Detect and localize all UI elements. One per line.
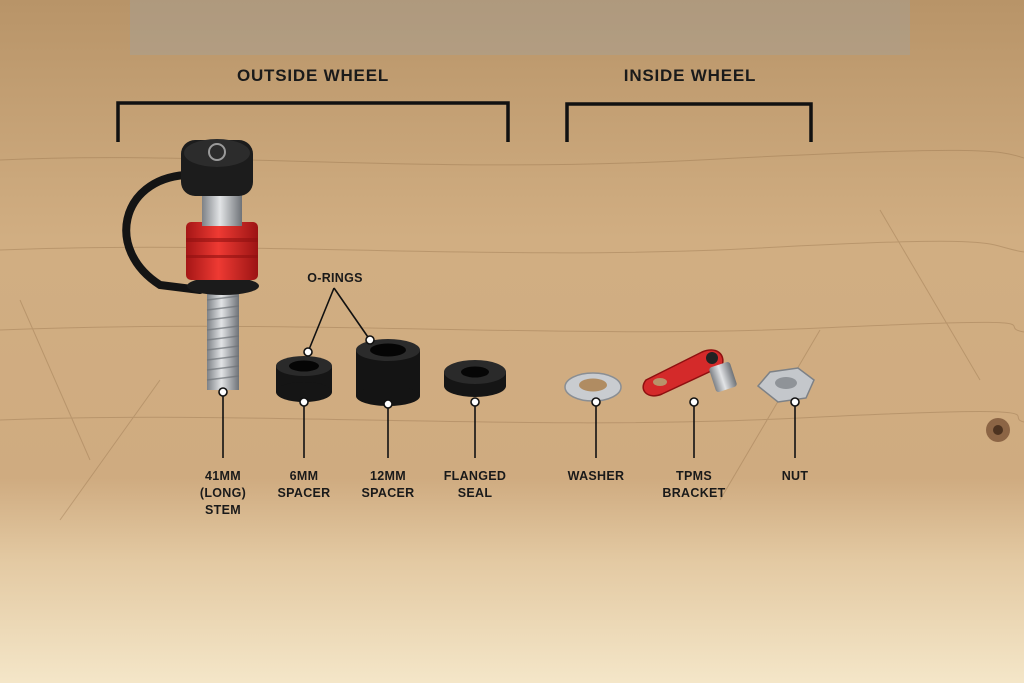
spacer-12mm: [356, 339, 420, 406]
spacer-12mm-label: 12MM SPACER: [348, 468, 428, 502]
washer-label: WASHER: [551, 468, 641, 485]
blurred-background: [130, 0, 910, 55]
stem-label-line-3: STEM: [205, 503, 241, 517]
spacer-6mm-label-line-2: SPACER: [277, 486, 331, 500]
washer-label-line-1: WASHER: [567, 469, 625, 483]
o-ring-dot-2: [365, 335, 375, 345]
inside-wheel-bracket: [565, 102, 813, 142]
spacer-6mm: [276, 356, 332, 402]
flanged-seal-label: FLANGED SEAL: [430, 468, 520, 502]
spacer-6mm-label-line-1: 6MM: [289, 469, 319, 483]
part-leader-lines: [222, 392, 796, 458]
hex-nut: [756, 367, 815, 403]
tpms-bracket-label: TPMS BRACKET: [649, 468, 739, 502]
stem-label-line-2: (LONG): [199, 486, 247, 500]
tpms-bracket: [642, 349, 737, 397]
stem-label: 41MM (LONG) STEM: [183, 468, 263, 519]
part-leader-dots: [218, 387, 800, 409]
flanged-seal-label-line-1: FLANGED: [443, 469, 507, 483]
stem-label-line-1: 41MM: [205, 469, 241, 483]
washer: [564, 372, 622, 402]
o-rings-label: O-RINGS: [307, 271, 363, 285]
inside-wheel-heading: INSIDE WHEEL: [623, 66, 757, 85]
flanged-seal-label-line-2: SEAL: [457, 486, 493, 500]
valve-stem: [122, 139, 259, 390]
o-ring-dot-1: [303, 347, 313, 357]
tpms-bracket-label-line-1: TPMS: [676, 469, 712, 483]
tpms-bracket-label-line-2: BRACKET: [662, 486, 726, 500]
nut-label: NUT: [755, 468, 835, 485]
spacer-6mm-label: 6MM SPACER: [264, 468, 344, 502]
spacer-12mm-label-line-1: 12MM: [370, 469, 406, 483]
outside-wheel-heading: OUTSIDE WHEEL: [236, 66, 390, 85]
o-rings-leader-lines: [307, 287, 371, 353]
spacer-12mm-label-line-2: SPACER: [361, 486, 415, 500]
flanged-seal: [444, 360, 506, 397]
nut-label-line-1: NUT: [781, 469, 809, 483]
outside-wheel-bracket: [116, 101, 510, 142]
